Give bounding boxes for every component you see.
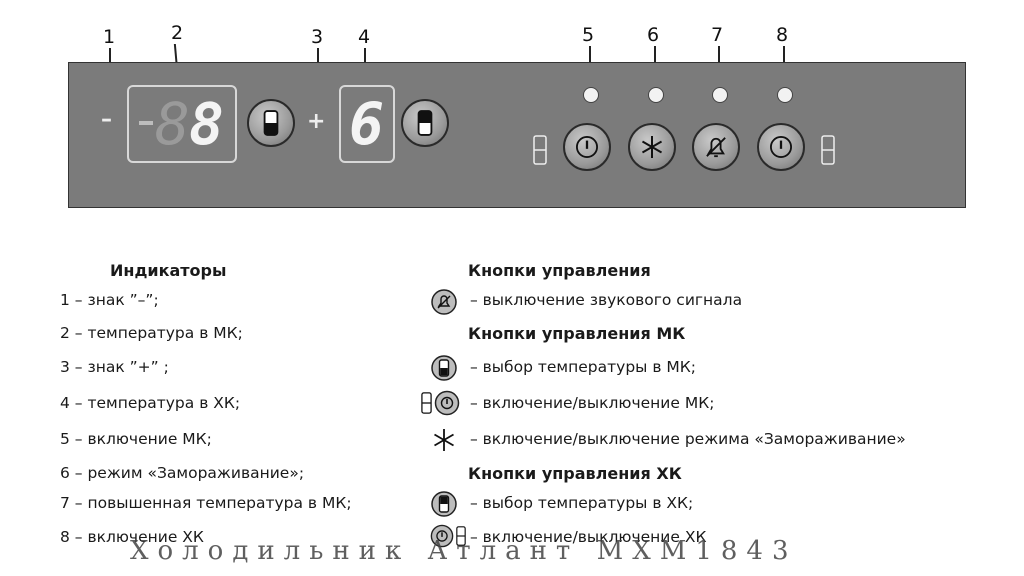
indicator-item-2: 2 – температура в МК; (60, 324, 243, 342)
indicators-heading: Индикаторы (110, 261, 227, 280)
led-mk-high-temp (712, 87, 728, 103)
led-xk-on (777, 87, 793, 103)
power-icon (434, 390, 460, 416)
fridge-outline-right-icon (821, 135, 835, 165)
bell-off-icon (431, 289, 457, 315)
fridge-outline-icon (456, 526, 466, 546)
xk-temp-desc: – выбор температуры в ХК; (470, 494, 694, 512)
mk-display-dim-digit: 8 (155, 90, 190, 158)
indicator-item-3: 3 – знак ”+” ; (60, 358, 169, 376)
mk-controls-heading: Кнопки управления МК (468, 324, 686, 343)
callout-1: 1 (103, 26, 116, 48)
indicator-item-1: 1 – знак ”–”; (60, 291, 159, 309)
power-icon (770, 136, 792, 158)
callout-7: 7 (711, 24, 724, 46)
callout-2: 2 (171, 22, 184, 44)
power-icon (576, 136, 598, 158)
mk-power-button[interactable] (563, 123, 611, 171)
controls-heading: Кнопки управления (468, 261, 651, 280)
freeze-desc: – включение/выключение режима «Заморажив… (470, 430, 906, 448)
fridge-outline-icon (421, 392, 432, 414)
freeze-button[interactable] (628, 123, 676, 171)
callout-5: 5 (582, 24, 595, 46)
xk-power-button[interactable] (757, 123, 805, 171)
snowflake-icon (641, 136, 663, 158)
indicator-item-4: 4 – температура в ХК; (60, 394, 241, 412)
xk-temperature-display: 6 (339, 85, 395, 163)
xk-onoff-desc: – включение/выключение ХК (470, 528, 707, 546)
mk-temperature-button[interactable] (247, 99, 295, 147)
led-freeze (648, 87, 664, 103)
xk-controls-heading: Кнопки управления ХК (468, 464, 682, 483)
sound-off-button[interactable] (692, 123, 740, 171)
callout-6: 6 (647, 24, 660, 46)
fridge-bottom-icon (263, 110, 279, 136)
fridge-bottom-icon (431, 355, 457, 381)
fridge-outline-left-icon (533, 135, 547, 165)
callout-4: 4 (358, 26, 371, 48)
callout-8: 8 (776, 24, 789, 46)
mk-temperature-display: 8 8 (127, 85, 237, 163)
mk-temp-desc: – выбор температуры в МК; (470, 358, 696, 376)
bell-off-icon (706, 137, 726, 158)
snowflake-icon (434, 429, 454, 451)
plus-sign-indicator: + (307, 109, 326, 134)
fridge-top-icon (431, 491, 457, 517)
xk-display-digit: 6 (349, 90, 384, 158)
mk-onoff-desc: – включение/выключение МК; (470, 394, 715, 412)
led-mk-on (583, 87, 599, 103)
indicator-item-6: 6 – режим «Замораживание»; (60, 464, 305, 482)
indicator-item-8: 8 – включение ХК (60, 528, 204, 546)
xk-temperature-button[interactable] (401, 99, 449, 147)
minus-sign-indicator: – (101, 107, 112, 132)
mk-display-minus-segment (139, 121, 153, 125)
mk-display-digit: 8 (189, 90, 224, 158)
indicator-item-7: 7 – повышенная температура в МК; (60, 494, 352, 512)
watermark-caption: Холодильник Атлант МХМ1843 (130, 536, 798, 566)
indicator-item-5: 5 – включение МК; (60, 430, 212, 448)
fridge-top-icon (417, 110, 433, 136)
sound-off-desc: – выключение звукового сигнала (470, 291, 743, 309)
power-icon (430, 524, 454, 548)
control-panel: – 8 8 + 6 (68, 62, 966, 208)
callout-3: 3 (311, 26, 324, 48)
